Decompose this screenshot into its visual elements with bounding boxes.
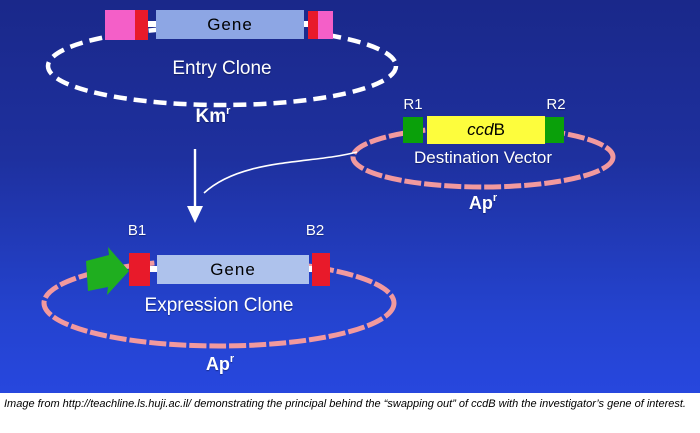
destination-vector-name: Destination Vector	[383, 148, 583, 168]
expression-backbone-connector-left	[150, 266, 159, 272]
entry-clone-name-text: Entry Clone	[172, 58, 272, 79]
att-site-pink-right	[318, 11, 333, 39]
promoter-arrow-icon	[86, 247, 129, 295]
caption-bar: Image from http://teachline.ls.huji.ac.i…	[0, 393, 700, 433]
ccdb-suffix-text: B	[493, 120, 505, 139]
att-site-label-r2: R2	[541, 96, 571, 113]
entry-backbone-connector-left	[148, 21, 158, 27]
expression-gene-box: Gene	[157, 255, 309, 284]
ccdb-italic-text: ccd	[467, 120, 494, 139]
att-site-red-b2	[312, 253, 330, 286]
vector-merge-curve	[203, 151, 358, 194]
expression-clone-name: Expression Clone	[119, 295, 319, 317]
km-superscript: r	[226, 105, 231, 117]
att-site-pink-left	[105, 10, 135, 40]
att-site-label-b1: B1	[122, 222, 152, 239]
expression-clone-resistance: Apr	[170, 353, 270, 375]
km-text: Km	[195, 106, 227, 127]
reaction-arrow-head-icon	[187, 206, 203, 223]
ap-expr-text: Ap	[205, 354, 230, 374]
att-site-label-r1: R1	[398, 96, 428, 113]
entry-gene-box: Gene	[156, 10, 304, 39]
ap-expr-superscript: r	[229, 353, 235, 365]
att-site-red-right	[308, 11, 318, 39]
att-site-green-right	[545, 117, 564, 143]
diagram-shapes	[41, 24, 616, 349]
entry-clone-name: Entry Clone	[122, 58, 322, 80]
entry-backbone-connector-right	[302, 21, 311, 27]
att-site-red-b1	[129, 253, 150, 286]
ap-dest-superscript: r	[492, 192, 498, 204]
att-site-red-left	[135, 10, 148, 40]
caption-text: Image from http://teachline.ls.huji.ac.i…	[4, 398, 686, 410]
b2-text: B2	[305, 222, 325, 239]
expression-backbone-connector-right	[306, 266, 314, 272]
att-site-green-left	[403, 117, 423, 143]
entry-clone-resistance: Kmr	[163, 105, 263, 128]
att-site-label-b2: B2	[300, 222, 330, 239]
destination-vector-name-text: Destination Vector	[414, 148, 552, 167]
ap-dest-text: Ap	[468, 193, 493, 213]
destination-vector-resistance: Apr	[433, 192, 533, 214]
r1-text: R1	[403, 96, 423, 113]
entry-clone-plasmid-circle	[45, 24, 399, 108]
b1-text: B1	[127, 222, 147, 239]
expression-gene-label: Gene	[210, 259, 256, 279]
r2-text: R2	[546, 96, 566, 113]
entry-gene-label: Gene	[207, 14, 253, 34]
expression-clone-name-text: Expression Clone	[144, 295, 294, 316]
